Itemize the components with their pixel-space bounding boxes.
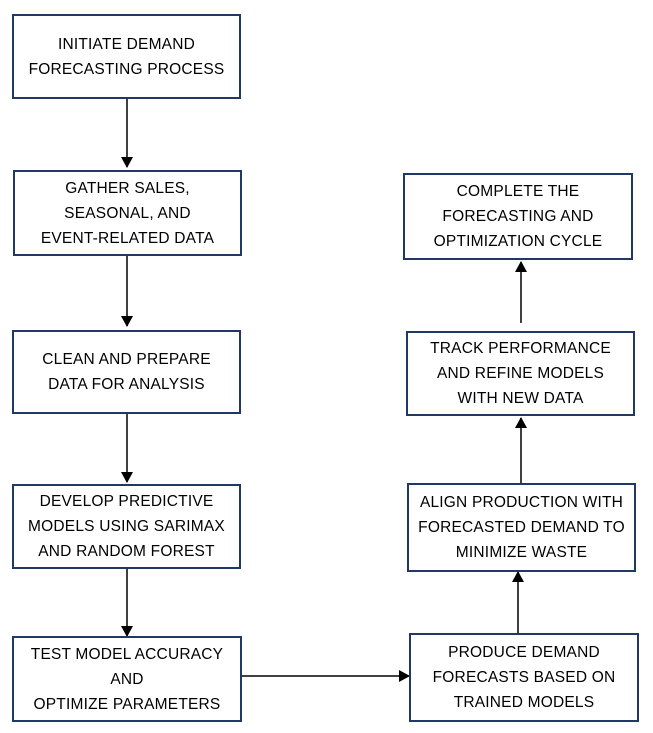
step-align: ALIGN PRODUCTION WITH FORECASTED DEMAND …	[407, 483, 636, 572]
step-initiate-label: INITIATE DEMAND FORECASTING PROCESS	[28, 35, 225, 78]
step-track-label: TRACK PERFORMANCE AND REFINE MODELS WITH…	[430, 340, 611, 407]
step-test-label: TEST MODEL ACCURACY AND OPTIMIZE PARAMET…	[30, 645, 224, 713]
step-initiate: INITIATE DEMAND FORECASTING PROCESS	[12, 14, 241, 99]
step-produce: PRODUCE DEMAND FORECASTS BASED ON TRAINE…	[409, 633, 639, 722]
step-gather-label: GATHER SALES, SEASONAL, AND EVENT-RELATE…	[40, 179, 215, 247]
step-gather: GATHER SALES, SEASONAL, AND EVENT-RELATE…	[13, 170, 242, 256]
step-track: TRACK PERFORMANCE AND REFINE MODELS WITH…	[406, 331, 635, 416]
step-develop: DEVELOP PREDICTIVE MODELS USING SARIMAX …	[12, 484, 241, 569]
step-align-label: ALIGN PRODUCTION WITH FORECASTED DEMAND …	[418, 494, 625, 561]
step-complete: COMPLETE THE FORECASTING AND OPTIMIZATIO…	[403, 173, 633, 260]
step-clean: CLEAN AND PREPARE DATA FOR ANALYSIS	[12, 330, 241, 414]
step-complete-label: COMPLETE THE FORECASTING AND OPTIMIZATIO…	[433, 183, 603, 250]
step-test: TEST MODEL ACCURACY AND OPTIMIZE PARAMET…	[12, 636, 242, 722]
step-produce-label: PRODUCE DEMAND FORECASTS BASED ON TRAINE…	[432, 644, 616, 711]
step-develop-label: DEVELOP PREDICTIVE MODELS USING SARIMAX …	[28, 493, 225, 560]
step-clean-label: CLEAN AND PREPARE DATA FOR ANALYSIS	[42, 351, 211, 393]
